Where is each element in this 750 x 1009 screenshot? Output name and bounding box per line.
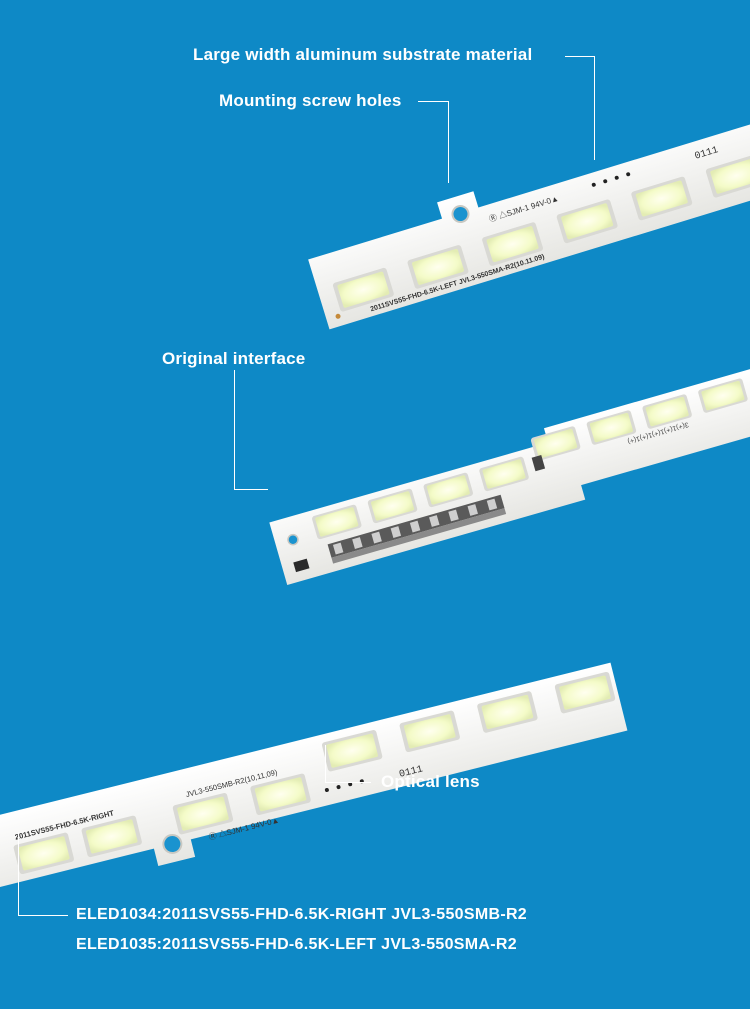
mounting-hole — [162, 833, 183, 854]
callout-line-models — [18, 832, 19, 916]
callout-line-screw — [448, 101, 449, 183]
callout-line-substrate — [565, 56, 595, 57]
callout-screw-holes-label: Mounting screw holes — [219, 91, 402, 110]
led-row-interface — [312, 378, 748, 540]
led-strip-right: 2011SVS55-FHD-6.5K-RIGHT JVL3-550SMB-R2(… — [0, 662, 628, 888]
callout-line-interface — [234, 489, 268, 490]
mounting-hole — [451, 205, 470, 224]
callout-line-lens — [325, 782, 371, 783]
callout-line-interface — [234, 370, 235, 490]
callout-interface-label: Original interface — [162, 349, 306, 368]
callout-lens-label: Optical lens — [381, 772, 480, 791]
callout-substrate-label: Large width aluminum substrate material — [193, 45, 533, 64]
callout-line-lens — [325, 745, 326, 783]
callout-line-substrate — [594, 56, 595, 160]
led-strip-interface: 3(+)1(+)1(+)1(+)1(+) — [269, 356, 750, 586]
callout-line-screw — [418, 101, 449, 102]
connector — [327, 494, 507, 564]
led-row-left — [332, 153, 750, 312]
callout-line-models — [18, 915, 68, 916]
model-line-1: ELED1034:2011SVS55-FHD-6.5K-RIGHT JVL3-5… — [76, 906, 528, 923]
led-strip-left: 2011SVS55-FHD-6.5K-LEFT JVL3-550SMA-R2(1… — [308, 113, 750, 330]
model-line-2: ELED1035:2011SVS55-FHD-6.5K-LEFT JVL3-55… — [76, 936, 517, 953]
led-row-right — [13, 671, 616, 875]
interface-hole — [287, 533, 299, 546]
